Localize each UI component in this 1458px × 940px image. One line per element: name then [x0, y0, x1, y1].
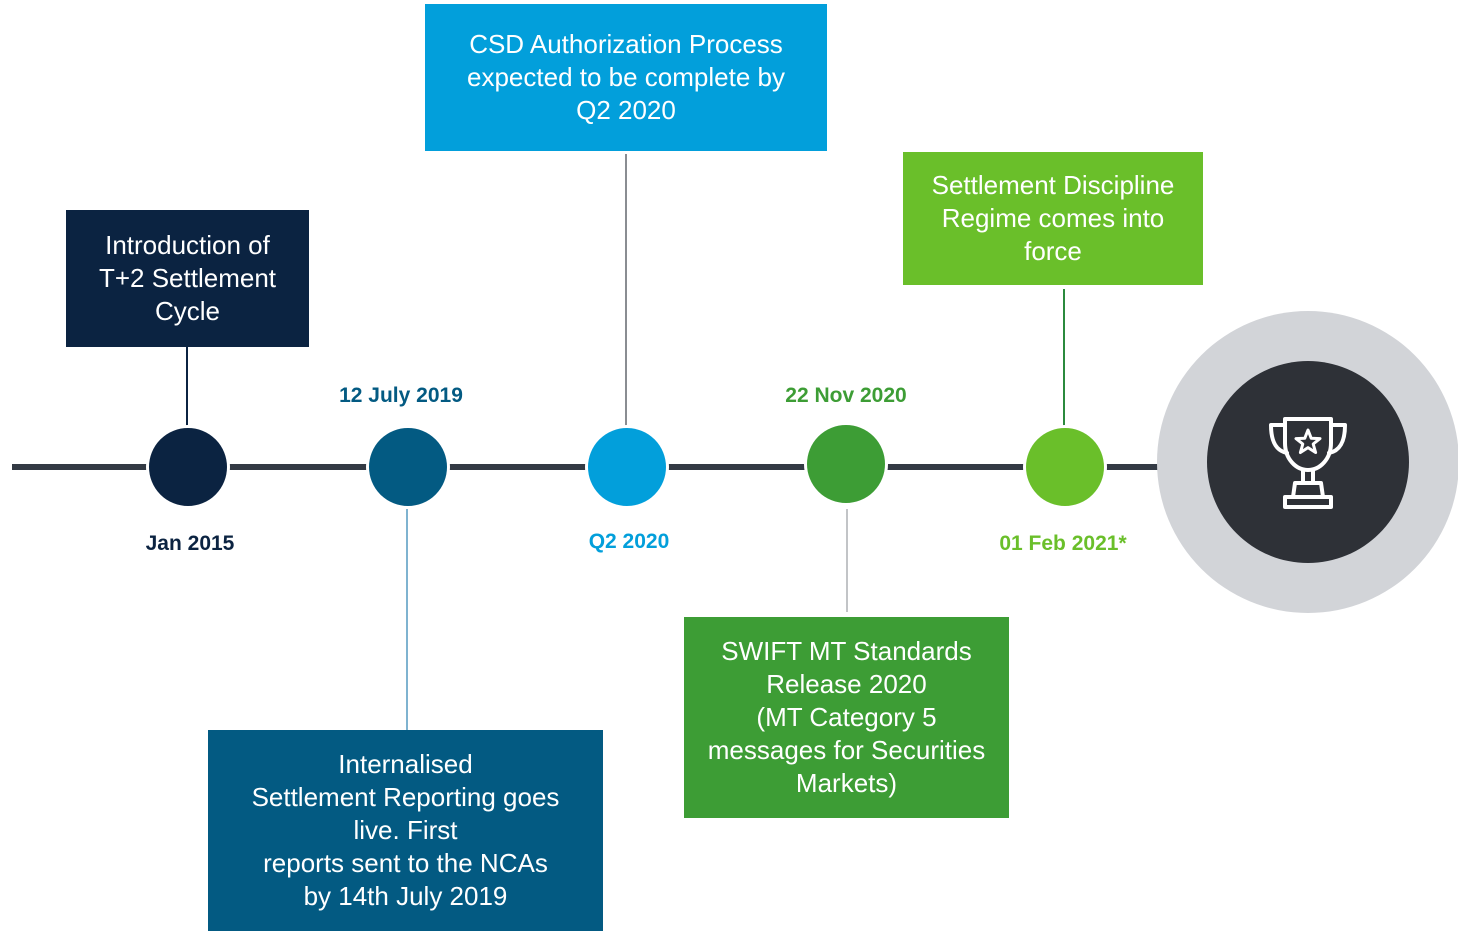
timeline-node-internalised-reporting [366, 425, 450, 509]
event-date-csd-authorization: Q2 2020 [588, 530, 670, 553]
connector-internalised-reporting [406, 509, 408, 730]
timeline-node-t2-settlement [146, 425, 230, 509]
connector-swift-mt [846, 509, 848, 612]
timeline-node-csd-authorization [585, 425, 669, 509]
connector-settlement-discipline [1063, 289, 1065, 426]
event-text-swift-mt: SWIFT MT Standards Release 2020 (MT Cate… [707, 636, 986, 798]
event-box-swift-mt: SWIFT MT Standards Release 2020 (MT Cate… [684, 617, 1009, 818]
event-date-internalised-reporting: 12 July 2019 [339, 384, 463, 407]
event-box-t2-settlement: Introduction of T+2 Settlement Cycle [66, 210, 309, 347]
event-box-csd-authorization: CSD Authorization Process expected to be… [425, 4, 827, 151]
event-date-t2-settlement: Jan 2015 [145, 532, 235, 555]
event-date-settlement-discipline: 01 Feb 2021* [999, 532, 1127, 555]
connector-csd-authorization [625, 154, 627, 426]
connector-t2-settlement [186, 347, 188, 427]
goal-circle [1207, 361, 1409, 563]
event-box-internalised-reporting: Internalised Settlement Reporting goes l… [208, 730, 603, 931]
timeline-node-settlement-discipline [1023, 425, 1107, 509]
event-text-settlement-discipline: Settlement Discipline Regime comes into … [931, 170, 1175, 266]
event-text-csd-authorization: CSD Authorization Process expected to be… [467, 29, 785, 125]
timeline-node-swift-mt [804, 422, 888, 506]
event-text-internalised-reporting: Internalised Settlement Reporting goes l… [251, 749, 560, 911]
event-date-swift-mt: 22 Nov 2020 [785, 384, 907, 407]
event-text-t2-settlement: Introduction of T+2 Settlement Cycle [98, 230, 277, 326]
trophy-icon [1269, 417, 1347, 509]
event-box-settlement-discipline: Settlement Discipline Regime comes into … [903, 152, 1203, 285]
